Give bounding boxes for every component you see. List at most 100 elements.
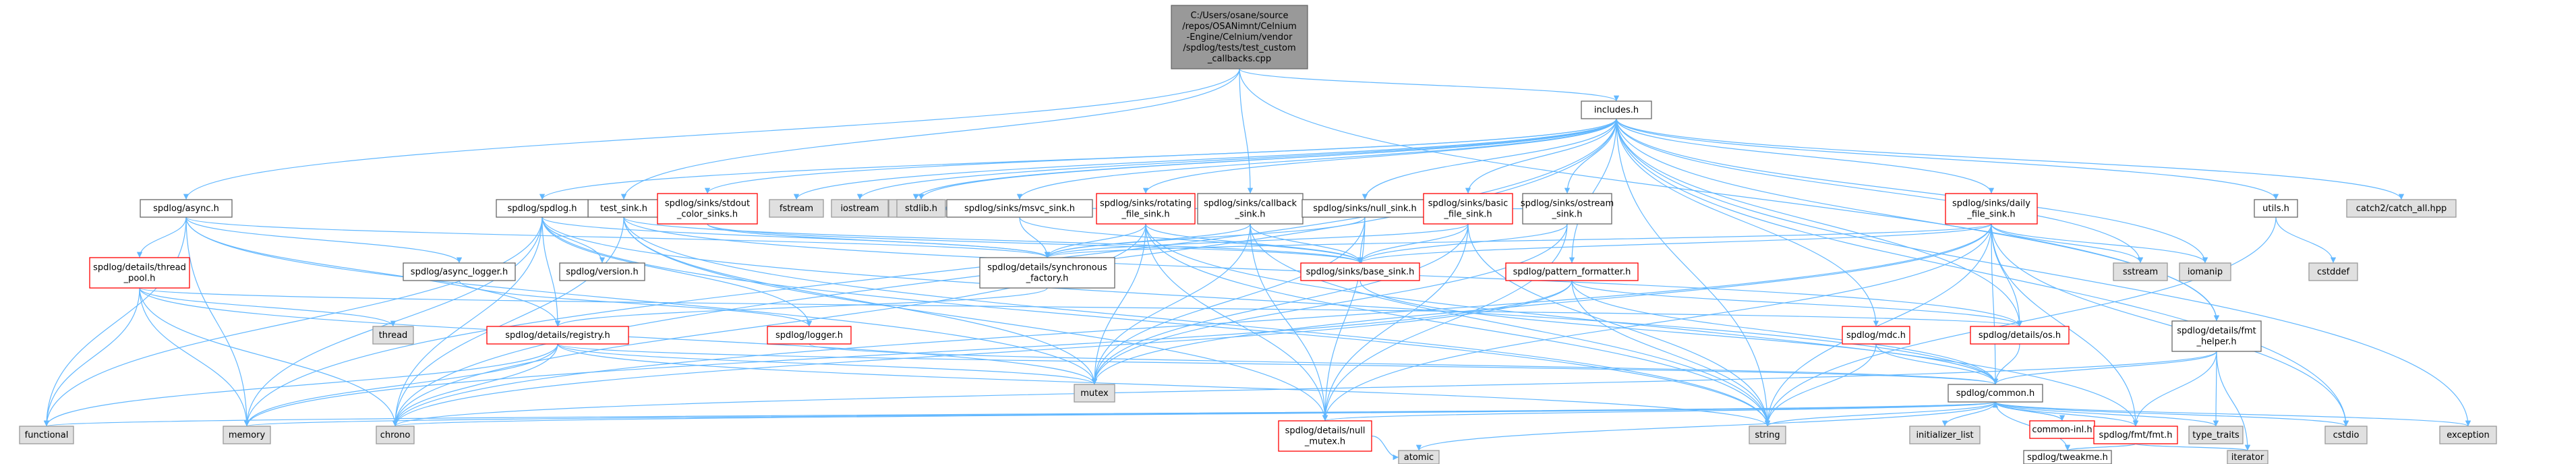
node-iostream[interactable]: iostream <box>831 199 889 218</box>
edge-null_sink-to-mutex <box>1091 216 1366 385</box>
node-fmt_helper[interactable]: spdlog/details/fmt_helper.h <box>2171 320 2262 352</box>
node-test_sink[interactable]: test_sink.h <box>587 199 660 218</box>
node-mutex[interactable]: mutex <box>1074 384 1115 403</box>
node-callback[interactable]: spdlog/sinks/callback_sink.h <box>1197 193 1304 225</box>
node-msvc[interactable]: spdlog/sinks/msvc_sink.h <box>946 199 1093 218</box>
node-label: functional <box>25 430 69 440</box>
edge-callback-to-null_mutex <box>1250 223 1328 422</box>
node-daily[interactable]: spdlog/sinks/daily_file_sink.h <box>1945 193 2038 225</box>
node-spdlog_h[interactable]: spdlog/spdlog.h <box>496 199 589 218</box>
node-utils[interactable]: utils.h <box>2254 199 2298 218</box>
edge-includes-to-sstream <box>1616 118 2144 264</box>
edge-thread_pool-to-thread <box>139 287 397 327</box>
edge-null_sink-to-null_mutex <box>1322 216 1366 422</box>
node-initializer_list[interactable]: initializer_list <box>1909 426 1981 444</box>
edge-includes-to-string <box>1616 118 1771 427</box>
node-box <box>89 257 190 289</box>
node-string[interactable]: string <box>1749 426 1786 444</box>
edge-spdlog_h-to-memory <box>243 216 543 427</box>
node-sync_factory[interactable]: spdlog/details/synchronous_factory.h <box>979 257 1115 289</box>
node-logger[interactable]: spdlog/logger.h <box>767 326 852 345</box>
edge-root-to-async <box>183 68 1240 200</box>
node-pattern_formatter[interactable]: spdlog/pattern_formatter.h <box>1505 262 1639 281</box>
node-sstream[interactable]: sstream <box>2113 262 2168 281</box>
node-null_mutex[interactable]: spdlog/details/null_mutex.h <box>1278 420 1372 452</box>
edge-includes-to-daily <box>1616 118 1995 194</box>
node-cstddef[interactable]: cstddef <box>2308 262 2358 281</box>
node-rotating[interactable]: spdlog/sinks/rotating_file_sink.h <box>1096 193 1196 225</box>
node-version[interactable]: spdlog/version.h <box>559 262 645 281</box>
node-label: memory <box>229 430 266 440</box>
node-thread[interactable]: thread <box>372 326 414 345</box>
edge-daily-to-base_sink <box>1357 223 1992 264</box>
node-ostream_sink[interactable]: spdlog/sinks/ostream_sink.h <box>1521 193 1614 225</box>
node-label: spdlog/pattern_formatter.h <box>1513 267 1631 277</box>
node-common_inl[interactable]: common-inl.h <box>2029 420 2095 439</box>
edge-daily-to-fmt <box>1991 223 2139 427</box>
node-box <box>1171 5 1308 69</box>
node-common[interactable]: spdlog/common.h <box>1948 384 2043 403</box>
edge-test_sink-to-base_sink <box>623 216 1363 264</box>
edge-daily-to-iomanip <box>1991 223 2208 264</box>
node-label: spdlog/details/registry.h <box>505 330 610 341</box>
node-base_sink[interactable]: spdlog/sinks/base_sink.h <box>1300 262 1420 281</box>
node-label: _file_sink.h <box>1966 210 2015 220</box>
node-includes[interactable]: includes.h <box>1581 100 1652 119</box>
node-stdlib[interactable]: stdlib.h <box>896 199 946 218</box>
node-box <box>1423 193 1513 225</box>
node-box <box>1096 193 1196 225</box>
edge-includes-to-rotating <box>1142 118 1617 194</box>
edge-basic_file-to-sync_factory <box>1045 223 1469 258</box>
edge-pattern_formatter-to-string <box>1571 280 1771 427</box>
edge-test_sink-to-null_mutex <box>623 216 1328 422</box>
node-os[interactable]: spdlog/details/os.h <box>1970 326 2070 345</box>
node-box <box>19 426 74 444</box>
edge-thread_pool-to-functional <box>43 287 140 427</box>
node-fmt[interactable]: spdlog/fmt/fmt.h <box>2093 426 2178 444</box>
node-cstdio[interactable]: cstdio <box>2324 426 2368 444</box>
node-label: iomanip <box>2188 267 2223 277</box>
node-tweakme[interactable]: spdlog/tweakme.h <box>2023 450 2112 464</box>
node-catch[interactable]: catch2/catch_all.hpp <box>2346 199 2457 218</box>
edge-test_sink-to-chrono <box>392 216 624 427</box>
root-file-node[interactable]: C:/Users/osane/source/repos/OSANimnt/Cel… <box>1171 5 1308 69</box>
edge-includes-to-os <box>1616 118 2023 327</box>
node-functional[interactable]: functional <box>19 426 74 444</box>
node-thread_pool[interactable]: spdlog/details/thread_pool.h <box>89 257 190 289</box>
edge-mdc-to-common <box>1875 343 1999 385</box>
edge-async-to-async_logger <box>185 216 463 264</box>
node-label: _sink.h <box>1551 210 1582 220</box>
node-box <box>1300 262 1420 281</box>
node-exception[interactable]: exception <box>2439 426 2497 444</box>
node-label: common-inl.h <box>2032 425 2092 435</box>
node-async_logger[interactable]: spdlog/async_logger.h <box>403 262 516 281</box>
node-atomic[interactable]: atomic <box>1398 450 1440 464</box>
node-mdc[interactable]: spdlog/mdc.h <box>1842 326 1910 345</box>
edges-layer <box>43 68 2471 461</box>
edge-spdlog_h-to-logger <box>541 216 813 327</box>
edge-includes-to-iomanip <box>1616 118 2208 264</box>
node-box <box>2093 426 2178 444</box>
edge-basic_file-to-null_mutex <box>1322 223 1469 422</box>
edge-null_sink-to-sync_factory <box>1044 216 1366 258</box>
node-stdout_color[interactable]: spdlog/sinks/stdout_color_sinks.h <box>657 193 758 225</box>
node-type_traits[interactable]: type_traits <box>2188 426 2244 444</box>
node-basic_file[interactable]: spdlog/sinks/basic_file_sink.h <box>1423 193 1513 225</box>
node-iterator[interactable]: iterator <box>2227 450 2268 464</box>
node-async[interactable]: spdlog/async.h <box>140 199 233 218</box>
node-fstream[interactable]: fstream <box>769 199 824 218</box>
edge-daily-to-common <box>1991 223 1999 385</box>
node-memory[interactable]: memory <box>223 426 271 444</box>
edge-registry-to-common <box>557 343 1998 385</box>
node-chrono[interactable]: chrono <box>376 426 415 444</box>
edge-common-to-string <box>1764 401 1996 427</box>
node-registry[interactable]: spdlog/details/registry.h <box>486 326 629 345</box>
node-label: spdlog/logger.h <box>775 330 843 341</box>
node-iomanip[interactable]: iomanip <box>2179 262 2231 281</box>
edge-includes-to-exception <box>1616 118 2471 427</box>
edge-includes-to-fstream <box>793 118 1617 200</box>
edge-pattern_formatter-to-os <box>1571 280 2023 327</box>
edge-thread_pool-to-memory <box>139 287 250 427</box>
node-box <box>223 426 271 444</box>
node-null_sink[interactable]: spdlog/sinks/null_sink.h <box>1301 199 1428 218</box>
